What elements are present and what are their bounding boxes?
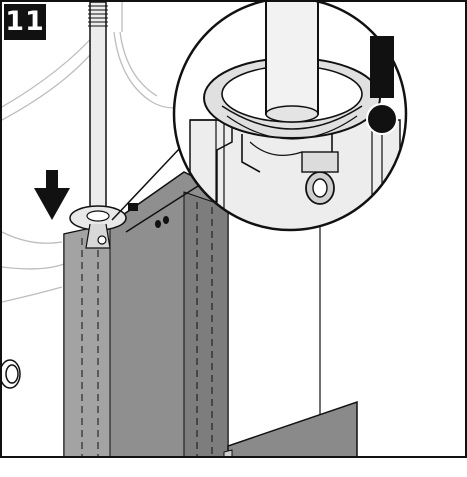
callout-connector [111,147,199,233]
illustration-frame: 11 [0,0,467,458]
glass-panel [223,400,358,456]
shower-pipe [88,2,108,228]
down-arrow-icon [34,170,70,220]
step-number-badge: 11 [4,4,46,40]
panel-column [63,171,229,456]
magnifier-callout-icon [172,2,408,232]
warning-exclamation-icon [366,36,398,135]
fitting-part [2,359,21,389]
assembly-illustration [2,2,408,456]
